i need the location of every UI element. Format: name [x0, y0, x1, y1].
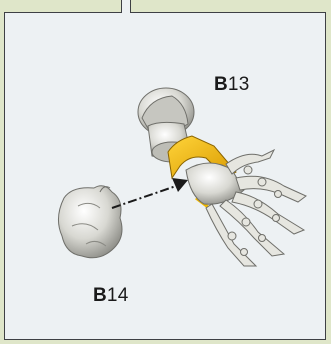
part-label-b13: B13 — [214, 74, 249, 96]
joint-piece-b14 — [58, 186, 122, 258]
part-label-b14: B14 — [93, 285, 128, 307]
claw-part-b13 — [138, 88, 306, 266]
dash-dot-arrow — [112, 178, 188, 208]
